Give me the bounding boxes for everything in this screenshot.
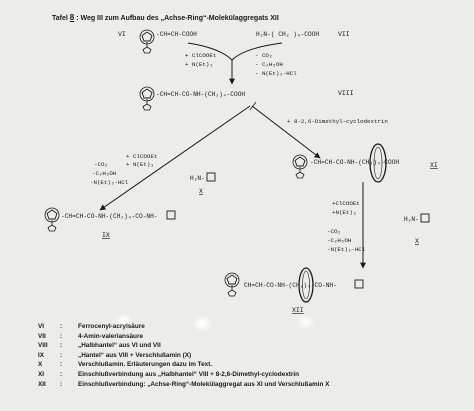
- reagent-step2-side-3: -N(Et)₃-HCl: [90, 179, 129, 186]
- reagent-step3-top-2: +N(Et)₃: [332, 209, 356, 216]
- reagent-step1-right-2: - C₂H₅OH: [255, 61, 283, 68]
- formula-ix: -CH=CH-CO-NH-(CH₂)₄-CO-NH-: [61, 213, 158, 220]
- title-number: 8: [69, 13, 75, 22]
- cyclodextrin-ring-icon: [298, 267, 314, 303]
- label-ix: IX: [102, 232, 110, 239]
- label-vi: VI: [118, 31, 126, 38]
- reagent-step2-side-1: -CO₂: [94, 161, 108, 168]
- legend-row: IX : „Hantel“ aus VIII + Verschlußamin (…: [38, 351, 192, 359]
- cyclodextrin-ring-icon: [369, 143, 387, 183]
- title-text: : Weg III zum Aufbau des „Achse-Ring“-Mo…: [76, 15, 279, 22]
- label-xi: XI: [430, 162, 438, 169]
- reagent-cyclodextrin: + 8-2,6-Dimethyl-cyclodextrin: [287, 118, 388, 125]
- legend-row: XII : Einschlußverbindung: „Achse-Ring“-…: [38, 380, 330, 388]
- ferrocenyl-group-icon: [139, 29, 155, 54]
- legend-row: XI : Einschlußverbindung aus „Halbhantel…: [38, 370, 300, 378]
- reagent-step3-side-1: -CO₂: [327, 228, 341, 235]
- reagent-step2-side-2: -C₂H₅OH: [92, 170, 117, 177]
- reagent-step3-side-2: -C₂H₅OH: [327, 237, 352, 244]
- scan-artifact: [118, 316, 130, 326]
- reagent-step3-side-3: -N(Et)₃-HCl: [327, 246, 366, 253]
- label-viii: VIII: [338, 90, 354, 97]
- reagent-step2-top-2: + N(Et)₃: [126, 161, 154, 168]
- reagent-step1-left-2: + N(Et)₃: [185, 61, 213, 68]
- formula-vii: H₂N-( CH₂ )₄-COOH: [256, 31, 319, 38]
- scan-artifact: [300, 317, 312, 327]
- stopper-group-icon: [166, 210, 176, 220]
- page-title: Tafel 8 : Weg III zum Aufbau des „Achse-…: [52, 13, 279, 22]
- ferrocenyl-group-icon: [44, 207, 60, 232]
- formula-x-amine-right: H₂N-: [404, 216, 419, 223]
- reagent-step2-top-1: + ClCOOEt: [126, 153, 157, 160]
- formula-vi: -CH=CH-COOH: [156, 31, 197, 38]
- label-x-left: X: [199, 188, 203, 195]
- formula-xi: -CH=CH-CO-NH-(CH₂)₄-COOH: [310, 159, 399, 166]
- stopper-group-icon: [354, 279, 364, 289]
- label-vii: VII: [338, 31, 350, 38]
- reagent-step1-right-1: - CO₂: [255, 52, 272, 59]
- formula-x-amine-left: H₂N-: [190, 175, 205, 182]
- scan-artifact: [195, 318, 209, 329]
- ferrocenyl-group-icon: [139, 86, 155, 111]
- ferrocenyl-group-icon: [224, 272, 240, 297]
- reagent-step3-top-1: +ClCOOEt: [332, 200, 360, 207]
- title-prefix: Tafel: [52, 15, 68, 22]
- label-xii: XII: [292, 307, 304, 314]
- reagent-step1-right-3: - N(Et)₃-HCl: [255, 70, 297, 77]
- formula-viii: -CH=CH-CO-NH-(CH₂)₄-COOH: [156, 91, 245, 98]
- stopper-group-icon: [206, 172, 216, 182]
- legend-row: VII : 4-Amin-valeriansäure: [38, 332, 143, 340]
- legend-row: VIII : „Halbhantel“ aus VI und VII: [38, 342, 161, 350]
- label-x-right: X: [415, 238, 419, 245]
- ferrocenyl-group-icon: [292, 154, 308, 179]
- legend-row: X : Verschlußamin. Erläuterungen dazu im…: [38, 361, 213, 369]
- reagent-step1-left-1: + ClCOOEt: [185, 52, 216, 59]
- stopper-group-icon: [420, 213, 430, 223]
- legend: VI : Ferrocenyl-acrylsäure VII : 4-Amin-…: [38, 322, 468, 389]
- formula-xii: CH=CH-CO-NH-(CH₂)₄-CO-NH-: [244, 282, 337, 289]
- legend-row: VI : Ferrocenyl-acrylsäure: [38, 323, 145, 330]
